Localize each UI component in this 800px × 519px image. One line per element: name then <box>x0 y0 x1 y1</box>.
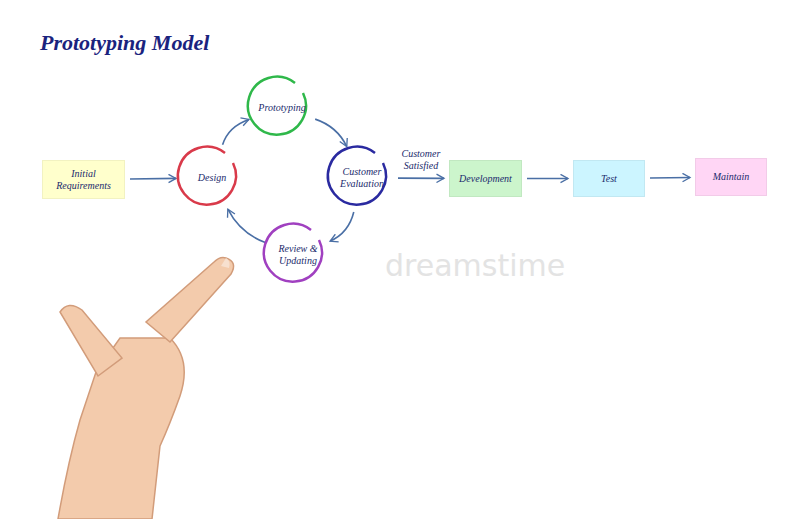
flow-arrow <box>398 177 444 179</box>
pointing-hand <box>58 258 234 519</box>
process-circle: Design <box>181 147 243 209</box>
flow-arrow <box>330 212 354 241</box>
watermark: dreamstime <box>385 248 565 283</box>
process-circle: Prototyping <box>251 77 313 139</box>
node-text: Maintain <box>713 171 750 183</box>
node-text: Design <box>198 172 226 184</box>
node-text: Test <box>601 173 617 185</box>
process-circle: Customer Evaluation <box>331 147 393 209</box>
node-text: Prototyping <box>258 102 305 114</box>
process-box: Test <box>573 160 645 197</box>
process-box: Development <box>449 160 522 197</box>
process-circle: Review & Updating <box>267 224 329 286</box>
node-text: Review & Updating <box>273 243 323 267</box>
flow-arrow <box>527 178 568 180</box>
node-text: Initial Requirements <box>43 168 124 192</box>
flow-arrow <box>315 119 347 146</box>
flow-arrow <box>130 178 176 180</box>
edge-label: Customer Satisfied <box>393 148 449 172</box>
flow-arrow <box>228 209 265 242</box>
flow-arrow <box>650 177 690 179</box>
node-text: Customer Evaluation <box>337 166 387 190</box>
process-box: Initial Requirements <box>42 160 125 199</box>
flow-arrow <box>223 119 249 144</box>
node-text: Development <box>459 173 512 185</box>
process-box: Maintain <box>695 158 767 196</box>
diagram-title: Prototyping Model <box>40 30 209 56</box>
